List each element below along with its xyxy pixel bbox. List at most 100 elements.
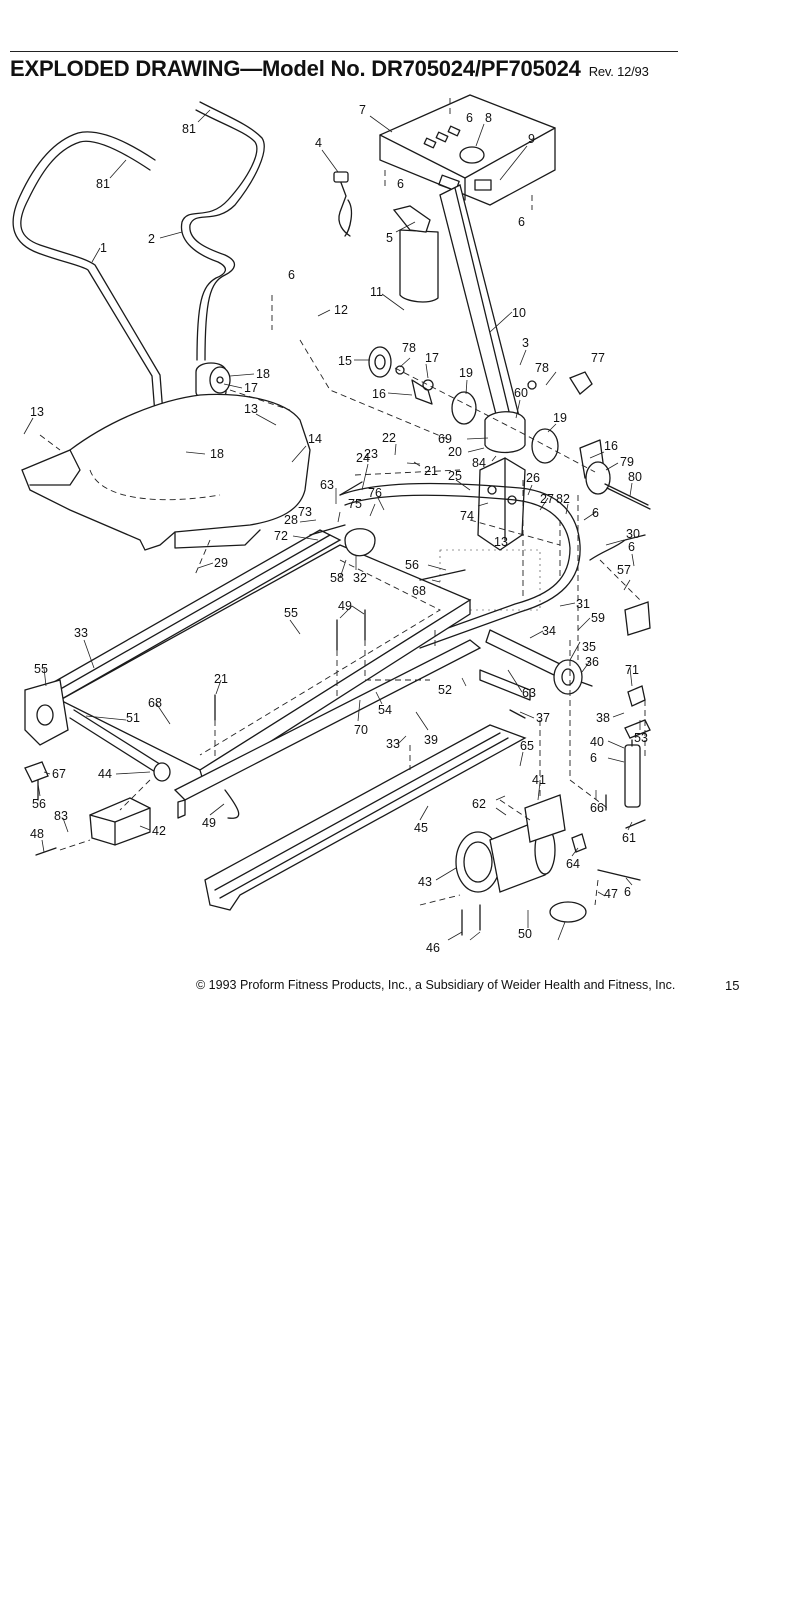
- callout: 67: [52, 767, 66, 781]
- callout: 18: [210, 447, 224, 461]
- callout: 6: [518, 215, 525, 229]
- callout: 29: [214, 556, 228, 570]
- callout: 82: [556, 492, 570, 506]
- callout: 6: [624, 885, 631, 899]
- callout: 66: [590, 801, 604, 815]
- callout: 36: [585, 655, 599, 669]
- callout: 16: [604, 439, 618, 453]
- callout: 16: [372, 387, 386, 401]
- callout: 61: [622, 831, 636, 845]
- callout: 19: [459, 366, 473, 380]
- side-rail-left: [24, 529, 342, 746]
- callout: 39: [424, 733, 438, 747]
- callout: 11: [370, 285, 383, 299]
- callout: 77: [591, 351, 605, 365]
- callout: 79: [620, 455, 634, 469]
- callout: 21: [214, 672, 228, 686]
- callout: 57: [617, 563, 631, 577]
- callout: 73: [298, 505, 312, 519]
- callout: 64: [566, 857, 580, 871]
- callout: 75: [348, 497, 362, 511]
- callout: 76: [368, 486, 382, 500]
- callout-labels: 81 81 1 2 4 7 6 8 9 6 6 5 6 12 11 10 3 7…: [30, 103, 648, 955]
- callout: 31: [576, 597, 590, 611]
- callout: 6: [397, 177, 404, 191]
- header-rule: [10, 51, 678, 52]
- callout: 2: [148, 232, 155, 246]
- callout: 70: [354, 723, 368, 737]
- callout: 48: [30, 827, 44, 841]
- callout: 78: [402, 341, 416, 355]
- handrail-right: [180, 101, 265, 361]
- leader-lines: [23, 109, 641, 941]
- leveler: [24, 761, 49, 801]
- safety-key: [333, 171, 353, 237]
- page-title: EXPLODED DRAWING—Model No. DR705024/PF70…: [10, 56, 649, 82]
- callout: 17: [244, 381, 258, 395]
- callout: 63: [320, 478, 334, 492]
- callout: 32: [353, 571, 367, 585]
- callout: 27: [540, 492, 554, 506]
- callout: 37: [536, 711, 550, 725]
- callout: 46: [426, 941, 440, 955]
- callout: 18: [256, 367, 270, 381]
- callout: 41: [532, 773, 546, 787]
- callout: 71: [625, 663, 639, 677]
- callout: 22: [382, 431, 396, 445]
- callout: 72: [274, 529, 288, 543]
- callout: 55: [34, 662, 48, 676]
- callout: 35: [582, 640, 596, 654]
- callout: 38: [596, 711, 610, 725]
- callout: 6: [288, 268, 295, 282]
- callout: 21: [424, 464, 438, 478]
- callout: 49: [202, 816, 216, 830]
- exploded-drawing: 81 81 1 2 4 7 6 8 9 6 6 5 6 12 11 10 3 7…: [12, 94, 651, 955]
- callout: 34: [542, 624, 556, 638]
- page-number: 15: [725, 978, 740, 993]
- callout: 54: [378, 703, 392, 717]
- callout: 4: [315, 136, 322, 150]
- callout: 58: [330, 571, 344, 585]
- front-frame: [339, 457, 581, 701]
- callout: 13: [30, 405, 44, 419]
- callout: 5: [386, 231, 393, 245]
- callout: 81: [96, 177, 110, 191]
- callout: 19: [553, 411, 567, 425]
- callout: 6: [466, 111, 473, 125]
- callout: 50: [518, 927, 532, 941]
- callout: 40: [590, 735, 604, 749]
- callout: 80: [628, 470, 642, 484]
- callout: 1: [100, 241, 107, 255]
- callout: 44: [98, 767, 112, 781]
- callout: 81: [182, 122, 196, 136]
- console: [379, 94, 556, 206]
- callout: 13: [494, 535, 508, 549]
- callout: 6: [592, 506, 599, 520]
- callout: 30: [626, 527, 640, 541]
- callout: 51: [126, 711, 140, 725]
- callout: 56: [405, 558, 419, 572]
- handrail-left: [12, 131, 166, 441]
- callout: 10: [512, 306, 526, 320]
- walking-deck: [58, 544, 472, 786]
- callout: 6: [628, 540, 635, 554]
- callout: 28: [284, 513, 298, 527]
- callout: 25: [448, 469, 462, 483]
- rollers: [69, 524, 376, 782]
- callout: 59: [591, 611, 605, 625]
- callout: 63: [522, 686, 536, 700]
- callout: 13: [244, 402, 258, 416]
- callout: 26: [526, 471, 540, 485]
- callout: 24: [356, 451, 370, 465]
- callout: 83: [54, 809, 68, 823]
- assembly-lines: [39, 98, 646, 906]
- end-cap: [89, 797, 151, 846]
- callout: 33: [74, 626, 88, 640]
- callout: 84: [472, 456, 486, 470]
- callout: 69: [438, 432, 452, 446]
- callout: 47: [604, 887, 618, 901]
- callout: 43: [418, 875, 432, 889]
- callout: 74: [460, 509, 474, 523]
- callout: 45: [414, 821, 428, 835]
- callout: 60: [514, 386, 528, 400]
